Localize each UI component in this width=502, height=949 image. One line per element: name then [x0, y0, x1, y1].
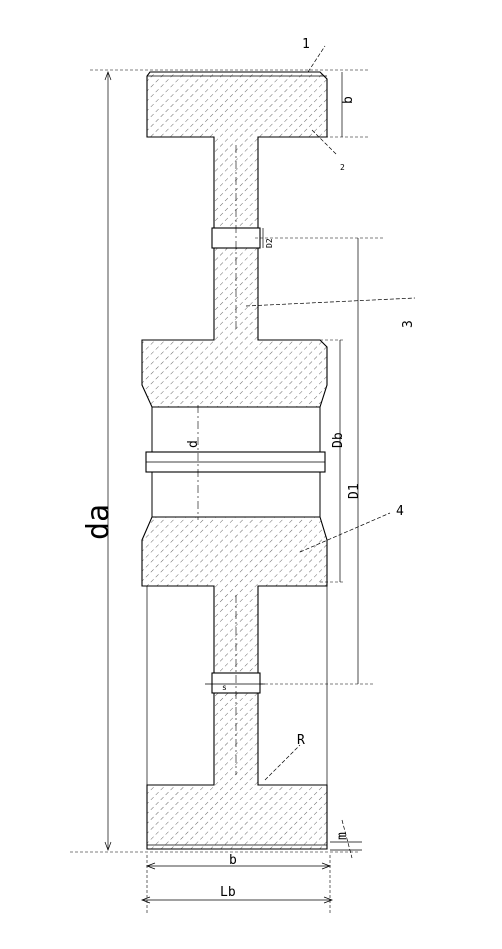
label-part-3: 3	[401, 320, 416, 328]
label-small-s: s	[222, 683, 227, 692]
label-part-4: 4	[396, 504, 404, 519]
label-m: m	[335, 832, 350, 840]
label-db: Db	[331, 432, 346, 448]
label-r: R	[297, 733, 305, 748]
label-b-top: b	[341, 96, 356, 104]
label-d1: D1	[347, 483, 362, 499]
label-b-bottom: b	[229, 853, 237, 868]
label-d2: D2	[265, 238, 274, 248]
label-part-2: 2	[340, 163, 345, 172]
label-lb: Lb	[220, 885, 236, 900]
label-da: da	[81, 504, 116, 540]
label-part-1: 1	[302, 37, 310, 52]
label-d: d	[186, 440, 201, 448]
